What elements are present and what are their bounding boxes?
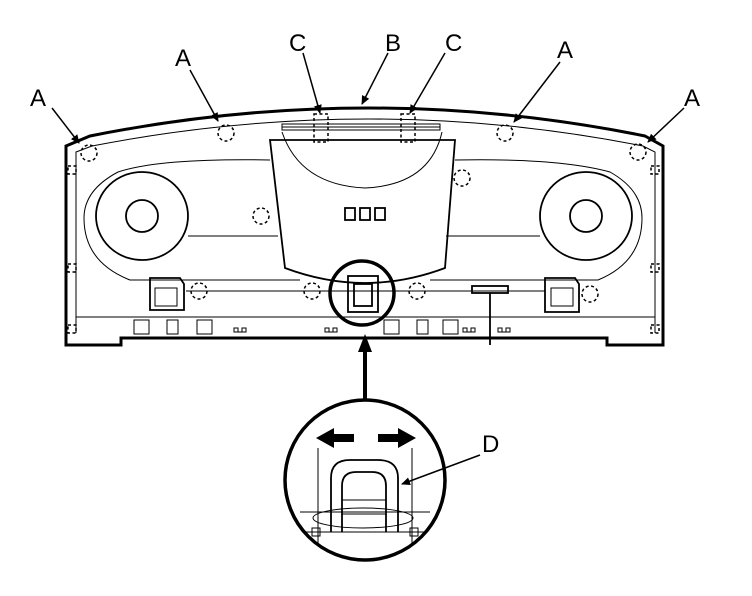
bottom-slots: [133, 319, 511, 335]
anchor-housing-left: [149, 277, 185, 311]
release-tab: [471, 285, 509, 345]
right-speaker: [446, 171, 633, 261]
clip-inner-right: [453, 169, 471, 187]
callout-a-far-right: A: [684, 85, 700, 112]
leader-a-far-left: [51, 107, 80, 144]
detail-pointer-arrow: [358, 334, 372, 400]
detail-highlight-circle: [328, 259, 396, 327]
callout-a-right: A: [557, 37, 573, 64]
clip-a-left: [217, 124, 235, 142]
callout-a-left: A: [175, 45, 191, 72]
center-housing: [268, 131, 456, 284]
stop-light-strip: [281, 123, 441, 131]
leader-c-right: [409, 52, 446, 114]
leader-c-left: [302, 52, 322, 114]
anchor-housing-center: [347, 275, 379, 313]
clip-a-right: [496, 124, 514, 142]
speaker-outline: [83, 159, 643, 281]
bracket-clip-left: [313, 113, 329, 143]
lower-rail: [76, 290, 655, 318]
callout-d: D: [482, 431, 499, 458]
clip-a-far-left: [80, 144, 98, 162]
callout-c-right: C: [445, 30, 462, 57]
zoom-detail: [283, 398, 447, 562]
callout-c-left: C: [289, 30, 306, 57]
left-speaker: [95, 171, 278, 261]
callout-a-far-left: A: [30, 85, 46, 112]
clip-inner-left: [252, 207, 270, 225]
shelf-panel-outline: [64, 106, 665, 347]
clip-a-far-right: [629, 143, 647, 161]
anchor-housing-right: [544, 277, 580, 313]
leader-b: [361, 52, 389, 105]
leader-a-right: [513, 61, 561, 123]
bracket-clip-right: [400, 113, 416, 143]
leader-a-far-right: [647, 107, 685, 143]
callout-b: B: [385, 30, 401, 57]
side-mount-points: [67, 165, 660, 334]
clip-lower-4: [581, 285, 599, 303]
leader-d: [401, 454, 481, 485]
leader-a-left: [189, 69, 219, 122]
